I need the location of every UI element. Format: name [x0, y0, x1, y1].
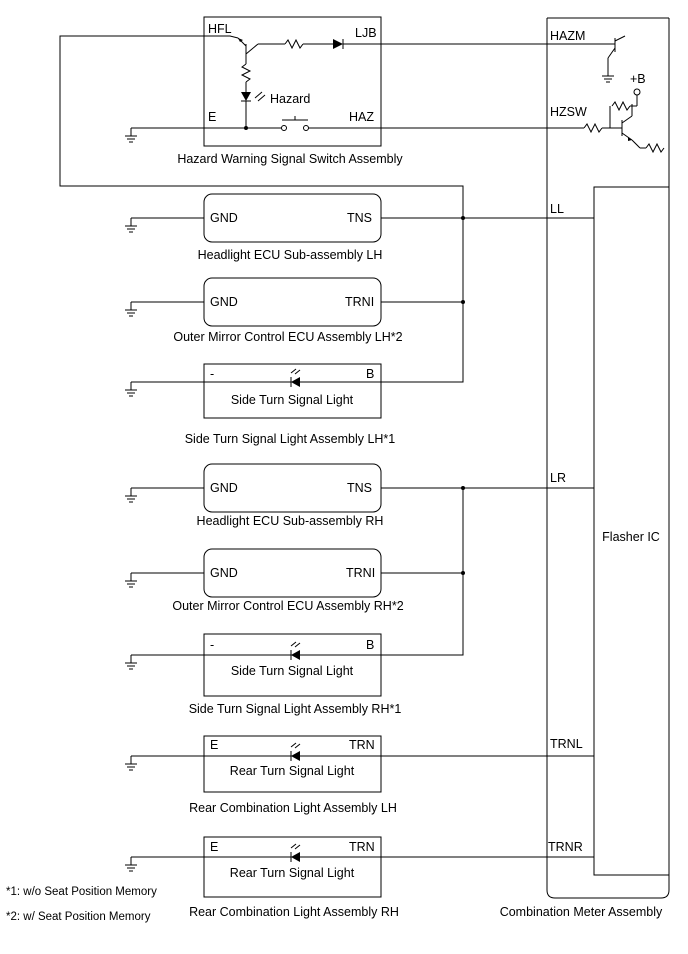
ground-icon: [124, 217, 138, 233]
rear-rh-title: Rear Combination Light Assembly RH: [189, 905, 399, 919]
resistor-symbol: [240, 63, 252, 83]
pin-gnd: GND: [210, 566, 238, 580]
pin-hazm: HAZM: [550, 29, 585, 43]
headlight-ecu-lh: GND TNS Headlight ECU Sub-assembly LH: [198, 193, 383, 262]
footnote-2: *2: w/ Seat Position Memory: [6, 911, 151, 923]
pin-hfl: HFL: [208, 22, 232, 36]
pin-haz: HAZ: [349, 110, 374, 124]
pin-ljb: LJB: [355, 26, 377, 40]
pin-trni: TRNI: [346, 566, 375, 580]
pin-minus: -: [210, 367, 214, 381]
flasher-ic-label: Flasher IC: [602, 530, 660, 544]
resistor-symbol: [583, 122, 603, 134]
ground-icon: [124, 487, 138, 503]
rear-combination-light-lh: E TRN Rear Turn Signal Light Rear Combin…: [189, 735, 397, 815]
pin-hzsw: HZSW: [550, 105, 587, 119]
pin-b: B: [366, 638, 374, 652]
rear-rh-inner-label: Rear Turn Signal Light: [230, 866, 355, 880]
rear-lh-title: Rear Combination Light Assembly LH: [189, 801, 397, 815]
resistor-symbol: [284, 38, 304, 50]
pin-e: E: [208, 110, 216, 124]
pin-gnd: GND: [210, 481, 238, 495]
pin-trnr: TRNR: [548, 840, 583, 854]
pin-lr: LR: [550, 471, 566, 485]
pin-e: E: [210, 840, 218, 854]
ground-icon: [124, 381, 138, 397]
pin-trn: TRN: [349, 738, 375, 752]
ground-icon: [124, 755, 138, 771]
pin-e: E: [210, 738, 218, 752]
ground-icon: [124, 572, 138, 588]
pin-gnd: GND: [210, 295, 238, 309]
side-turn-signal-lh: - B Side Turn Signal Light Side Turn Sig…: [185, 363, 396, 446]
led-icon: [291, 377, 300, 387]
side-rh-inner-label: Side Turn Signal Light: [231, 664, 354, 678]
pin-trn: TRN: [349, 840, 375, 854]
pin-minus: -: [210, 638, 214, 652]
ground-icon: [124, 301, 138, 317]
pin-ll: LL: [550, 202, 564, 216]
supply-label: +B: [630, 72, 646, 86]
side-turn-signal-rh: - B Side Turn Signal Light Side Turn Sig…: [189, 633, 402, 716]
switch-contact: [281, 125, 287, 131]
hazard-switch-assembly: HFL LJB E HAZ Hazard Hazard Warning Sign…: [177, 16, 403, 166]
mirror-rh-title: Outer Mirror Control ECU Assembly RH*2: [172, 599, 403, 613]
ground-icon: [124, 127, 138, 143]
pin-gnd: GND: [210, 211, 238, 225]
ground-icon: [601, 67, 615, 83]
outer-mirror-ecu-lh: GND TRNI Outer Mirror Control ECU Assemb…: [173, 277, 403, 344]
hazard-led-icon: [241, 92, 251, 101]
combination-meter-title: Combination Meter Assembly: [500, 905, 663, 919]
rear-combination-light-rh: E TRN Rear Turn Signal Light Rear Combin…: [189, 836, 399, 919]
side-lh-inner-label: Side Turn Signal Light: [231, 393, 354, 407]
headlight-lh-title: Headlight ECU Sub-assembly LH: [198, 248, 383, 262]
resistor-symbol: [645, 142, 665, 154]
combination-meter: Flasher IC Combination Meter Assembly: [500, 17, 670, 919]
side-lh-title: Side Turn Signal Light Assembly LH*1: [185, 432, 396, 446]
pin-b: B: [366, 367, 374, 381]
led-icon: [291, 650, 300, 660]
led-icon: [291, 751, 300, 761]
ground-icon: [124, 856, 138, 872]
headlight-ecu-rh: GND TNS Headlight ECU Sub-assembly RH: [197, 463, 384, 528]
pin-trni: TRNI: [345, 295, 374, 309]
diode-symbol: [333, 39, 343, 49]
pin-trnl: TRNL: [550, 737, 583, 751]
hazard-switch-title: Hazard Warning Signal Switch Assembly: [177, 152, 403, 166]
mirror-lh-title: Outer Mirror Control ECU Assembly LH*2: [173, 330, 402, 344]
outer-mirror-ecu-rh: GND TRNI Outer Mirror Control ECU Assemb…: [172, 548, 404, 613]
led-icon: [291, 852, 300, 862]
footnote-1: *1: w/o Seat Position Memory: [6, 886, 157, 898]
supply-terminal: [633, 88, 641, 96]
pin-tns: TNS: [347, 481, 372, 495]
pin-tns: TNS: [347, 211, 372, 225]
ground-icon: [124, 654, 138, 670]
headlight-rh-title: Headlight ECU Sub-assembly RH: [197, 514, 384, 528]
rear-lh-inner-label: Rear Turn Signal Light: [230, 764, 355, 778]
hazard-lamp-label: Hazard: [270, 92, 310, 106]
side-rh-title: Side Turn Signal Light Assembly RH*1: [189, 702, 402, 716]
